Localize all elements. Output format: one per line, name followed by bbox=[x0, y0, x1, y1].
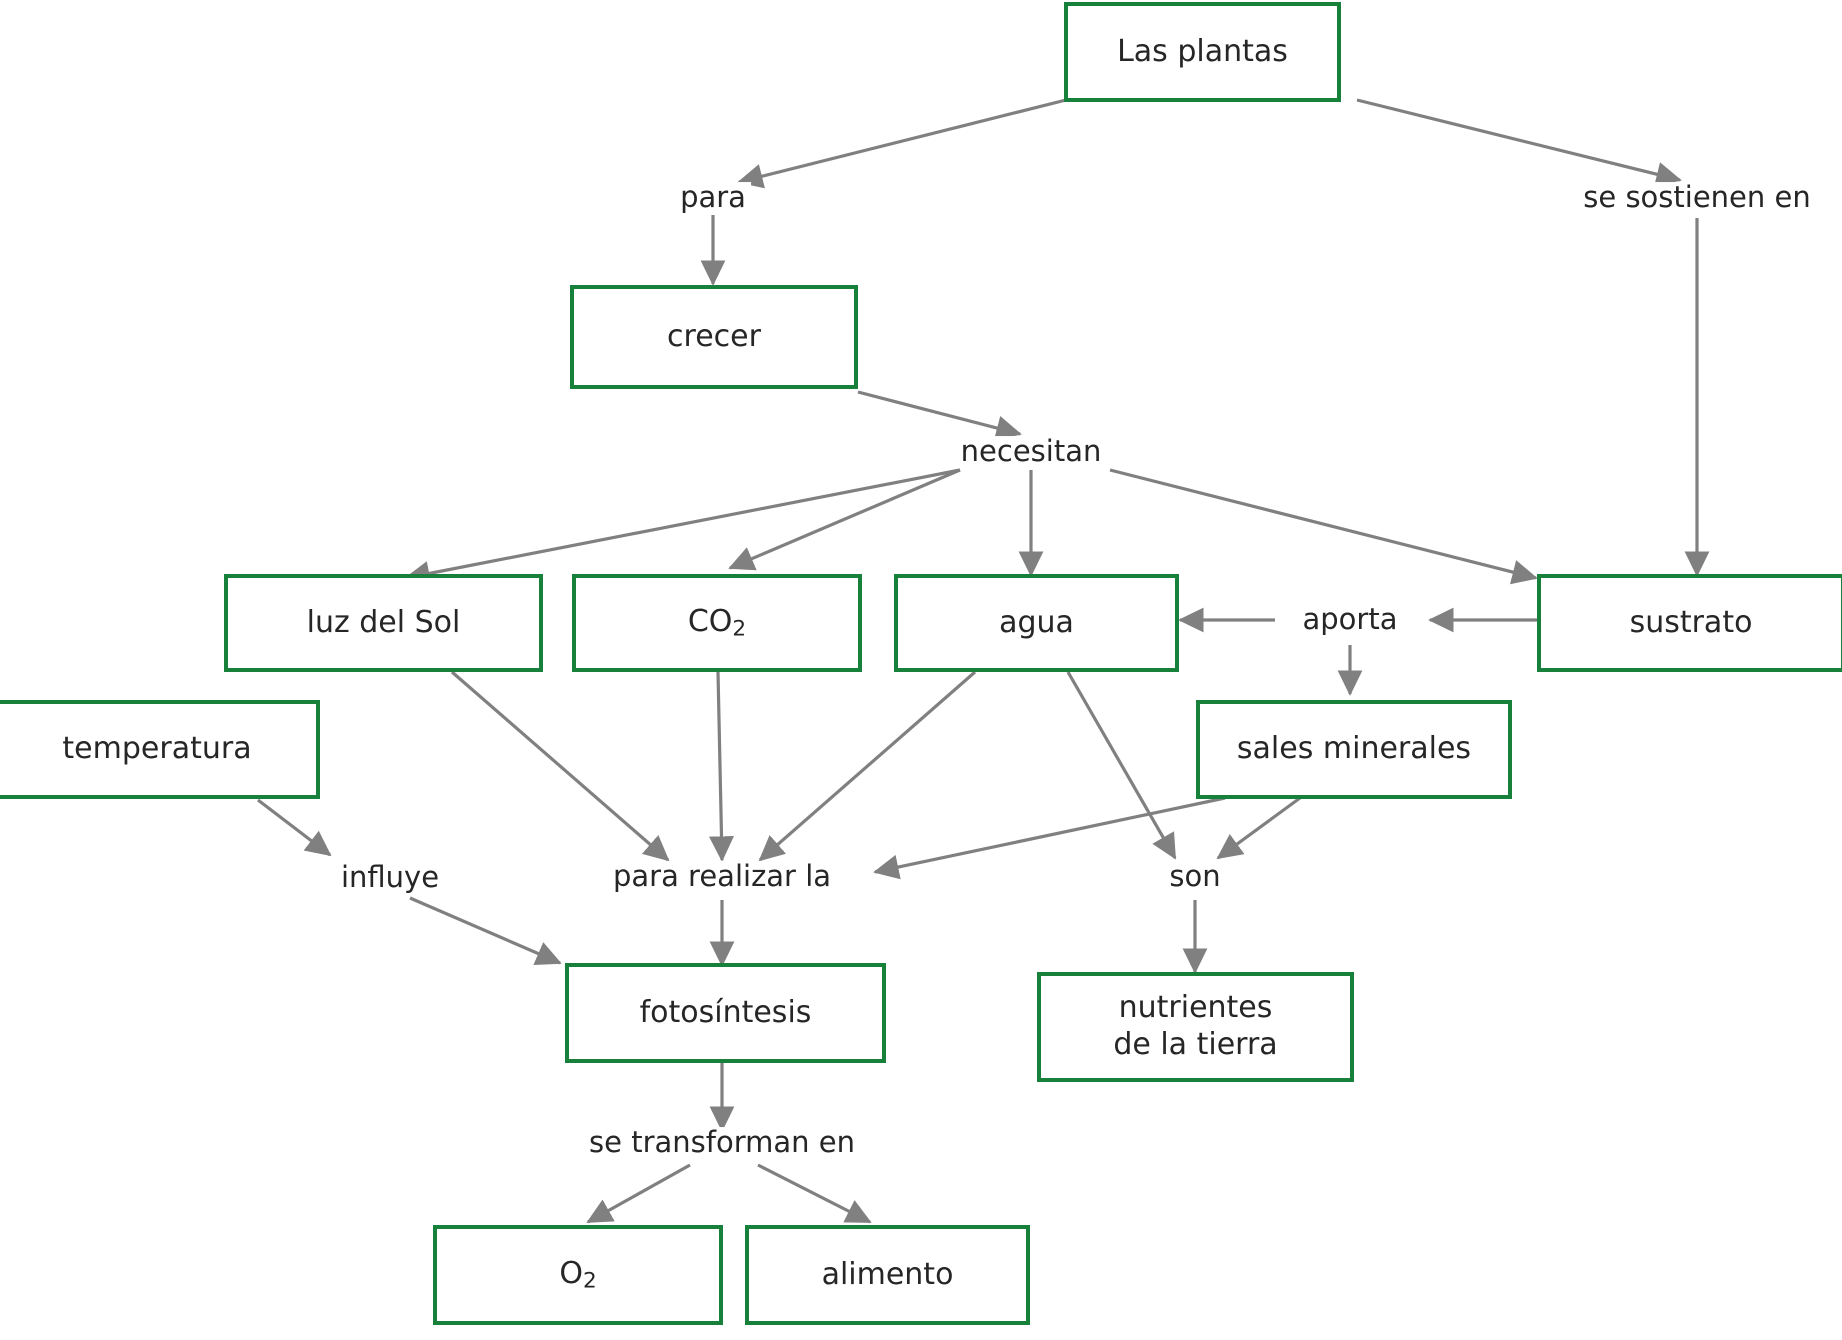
edge-sales-minerales-son bbox=[1216, 796, 1301, 860]
link-label-se-sostienen-en: se sostienen en bbox=[1578, 181, 1816, 214]
node-o2[interactable]: O2 bbox=[433, 1225, 723, 1325]
node-label: temperatura bbox=[62, 731, 252, 767]
node-temperatura[interactable]: temperatura bbox=[0, 700, 320, 799]
node-label: agua bbox=[999, 604, 1074, 640]
node-label: CO2 bbox=[687, 603, 747, 641]
edge-temperatura-influye bbox=[257, 798, 332, 857]
node-label: luz del Sol bbox=[306, 604, 461, 640]
edge-crecer-necesitan bbox=[857, 390, 1022, 441]
edge-agua-para-realizar-la bbox=[758, 670, 977, 862]
link-label-para-realizar-la: para realizar la bbox=[607, 860, 837, 893]
edge-se-transforman-en-alimento bbox=[757, 1163, 872, 1224]
node-sustrato[interactable]: sustrato bbox=[1537, 574, 1842, 672]
edge-se-transforman-en-o2 bbox=[586, 1163, 691, 1224]
node-label: Las plantas bbox=[1117, 33, 1288, 69]
node-fotosintesis[interactable]: fotosíntesis bbox=[565, 963, 886, 1063]
edge-influye-fotosintesis bbox=[409, 896, 562, 966]
edge-co2-para-realizar-la bbox=[709, 671, 734, 862]
node-las-plantas[interactable]: Las plantas bbox=[1064, 2, 1341, 102]
node-co2[interactable]: CO2 bbox=[572, 574, 862, 672]
edge-luz-del-sol-para-realizar-la bbox=[450, 670, 670, 862]
link-label-se-transforman-en: se transforman en bbox=[584, 1126, 860, 1159]
link-label-necesitan: necesitan bbox=[955, 435, 1107, 468]
link-label-influye: influye bbox=[335, 861, 445, 894]
link-label-aporta: aporta bbox=[1297, 603, 1403, 636]
node-label: sales minerales bbox=[1236, 731, 1472, 767]
node-label: O2 bbox=[559, 1255, 597, 1293]
edge-necesitan-co2 bbox=[728, 468, 961, 571]
edge-necesitan-luz-del-sol bbox=[404, 468, 961, 586]
node-label: nutrientes de la tierra bbox=[1113, 990, 1278, 1062]
node-label: fotosíntesis bbox=[639, 994, 812, 1030]
node-label: sustrato bbox=[1629, 604, 1753, 640]
link-label-son: son bbox=[1164, 860, 1226, 893]
node-label: alimento bbox=[821, 1256, 954, 1292]
node-agua[interactable]: agua bbox=[894, 574, 1179, 672]
edge-las-plantas-para bbox=[737, 98, 1067, 189]
node-nutrientes-de-la-tierra[interactable]: nutrientes de la tierra bbox=[1037, 972, 1354, 1082]
edge-agua-son bbox=[1066, 671, 1177, 860]
node-sales-minerales[interactable]: sales minerales bbox=[1196, 700, 1512, 799]
node-alimento[interactable]: alimento bbox=[745, 1225, 1030, 1325]
link-label-para: para bbox=[675, 181, 751, 214]
node-crecer[interactable]: crecer bbox=[570, 285, 858, 389]
node-luz-del-sol[interactable]: luz del Sol bbox=[224, 574, 543, 672]
edge-las-plantas-se-sostienen-en bbox=[1356, 98, 1682, 187]
edge-necesitan-sustrato bbox=[1109, 468, 1538, 585]
node-label: crecer bbox=[667, 318, 761, 354]
